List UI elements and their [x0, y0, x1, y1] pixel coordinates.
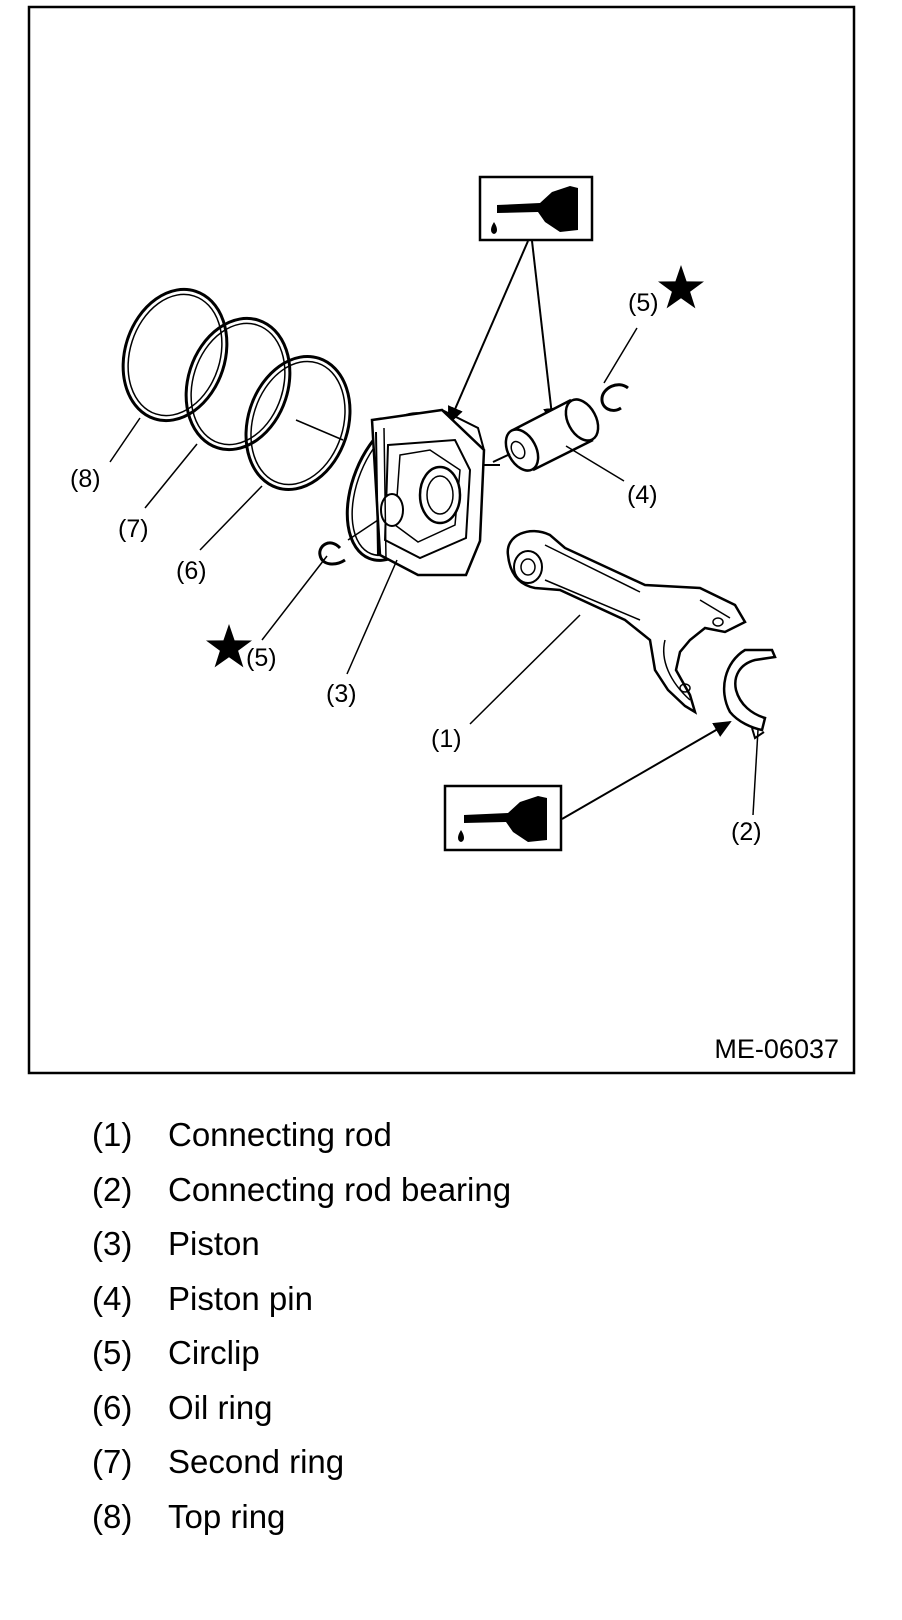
leader-line-5-right — [603, 327, 638, 384]
piston — [345, 408, 500, 577]
leader-line-2 — [752, 729, 759, 816]
exploded-view-figure: (1) (2) (3) (4) (5) (5) (6) (7) (8) ME-0… — [27, 5, 856, 1075]
figure-frame — [27, 5, 856, 1075]
legend-number: (8) — [92, 1497, 133, 1535]
legend-label: Second ring — [168, 1443, 345, 1480]
circlip-right — [600, 383, 629, 412]
legend-number: (2) — [92, 1170, 133, 1208]
oil-arrow-to-piston — [448, 240, 529, 425]
legend-item: (8) Top ring — [92, 1490, 872, 1545]
legend-number: (5) — [92, 1334, 133, 1371]
legend-number: (7) — [92, 1443, 133, 1480]
oil-arrow-to-pin — [531, 240, 560, 426]
connecting-rod-bearing — [722, 648, 777, 740]
legend-number: (1) — [92, 1116, 133, 1153]
legend-item: (2) Connecting rod bearing — [92, 1163, 872, 1218]
leader-line-3 — [346, 559, 398, 675]
leader-line-5-left — [261, 555, 328, 641]
legend-number: (6) — [92, 1388, 133, 1426]
legend-number: (3) — [92, 1225, 133, 1262]
leader-line-4 — [565, 445, 625, 482]
leader-line-1 — [469, 614, 581, 725]
callout-3: (3) — [326, 680, 357, 708]
leader-line-8 — [109, 417, 141, 463]
oil-ring — [244, 355, 352, 491]
oil-can-icon — [478, 175, 594, 242]
legend-label: Circlip — [168, 1334, 260, 1371]
parts-legend: (1) Connecting rod (2) Connecting rod be… — [92, 1108, 872, 1544]
legend-item: (3) Piston — [92, 1217, 872, 1272]
legend-label: Top ring — [168, 1497, 286, 1535]
legend-label: Oil ring — [168, 1388, 273, 1426]
legend-label: Piston pin — [168, 1279, 313, 1317]
legend-item: (7) Second ring — [92, 1435, 872, 1490]
callout-5-left: (5) — [246, 644, 277, 672]
legend-label: Piston — [168, 1225, 260, 1262]
figure-id: ME-06037 — [714, 1034, 839, 1064]
leader-line-6 — [199, 485, 263, 551]
legend-label: Connecting rod — [168, 1116, 392, 1153]
top-ring — [121, 287, 229, 423]
circlip-left — [318, 541, 346, 566]
callout-2: (2) — [731, 818, 762, 846]
pin-axis-line — [347, 519, 379, 541]
oil-arrow-to-bearing — [561, 720, 732, 820]
legend-label: Connecting rod bearing — [168, 1170, 512, 1208]
oil-can-icon — [443, 784, 563, 852]
callout-1: (1) — [431, 725, 462, 753]
second-ring — [184, 316, 292, 452]
legend-item: (1) Connecting rod — [92, 1108, 872, 1163]
callout-7: (7) — [118, 515, 149, 543]
leader-line-7 — [144, 443, 198, 509]
star-icon — [206, 624, 252, 668]
legend-item: (6) Oil ring — [92, 1381, 872, 1436]
legend-number: (4) — [92, 1279, 133, 1317]
legend-item: (5) Circlip — [92, 1326, 872, 1381]
legend-item: (4) Piston pin — [92, 1272, 872, 1327]
star-icon — [658, 265, 704, 309]
callout-5-right: (5) — [628, 289, 659, 317]
piston-pin — [492, 398, 600, 472]
callout-8: (8) — [70, 465, 101, 493]
callout-6: (6) — [176, 557, 207, 585]
callout-4: (4) — [627, 481, 658, 509]
connecting-rod — [506, 529, 747, 715]
